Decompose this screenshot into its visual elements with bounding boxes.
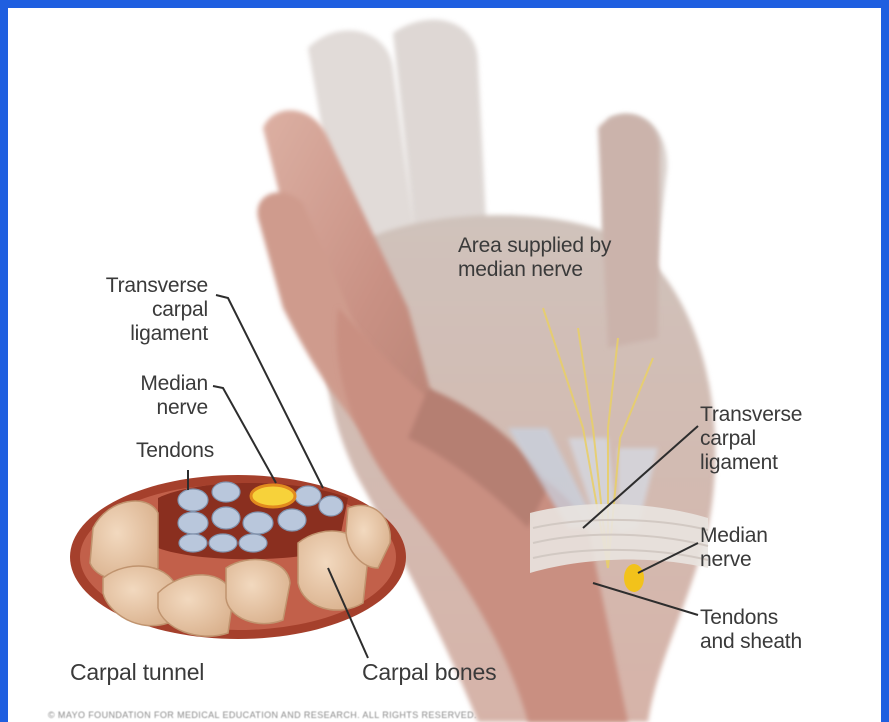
label-right-transverse-carpal-ligament: Transverse carpal ligament [700,403,802,475]
label-left-median-nerve: Median nerve [68,372,208,420]
illustration-canvas: Area supplied by median nerve Transverse… [8,8,881,722]
label-left-transverse-carpal-ligament: Transverse carpal ligament [58,274,208,346]
carpal-tunnel-cross-section [70,475,406,639]
label-left-tendons: Tendons [136,439,214,463]
label-carpal-bones: Carpal bones [362,660,496,684]
label-right-tendons-and-sheath: Tendons and sheath [700,606,802,654]
copyright-notice: © MAYO FOUNDATION FOR MEDICAL EDUCATION … [48,710,868,720]
label-carpal-tunnel: Carpal tunnel [70,660,204,684]
label-right-median-nerve: Median nerve [700,524,768,572]
median-nerve-cross-section [251,485,295,507]
label-area-supplied: Area supplied by median nerve [458,234,611,282]
median-nerve-wrist [624,564,644,592]
